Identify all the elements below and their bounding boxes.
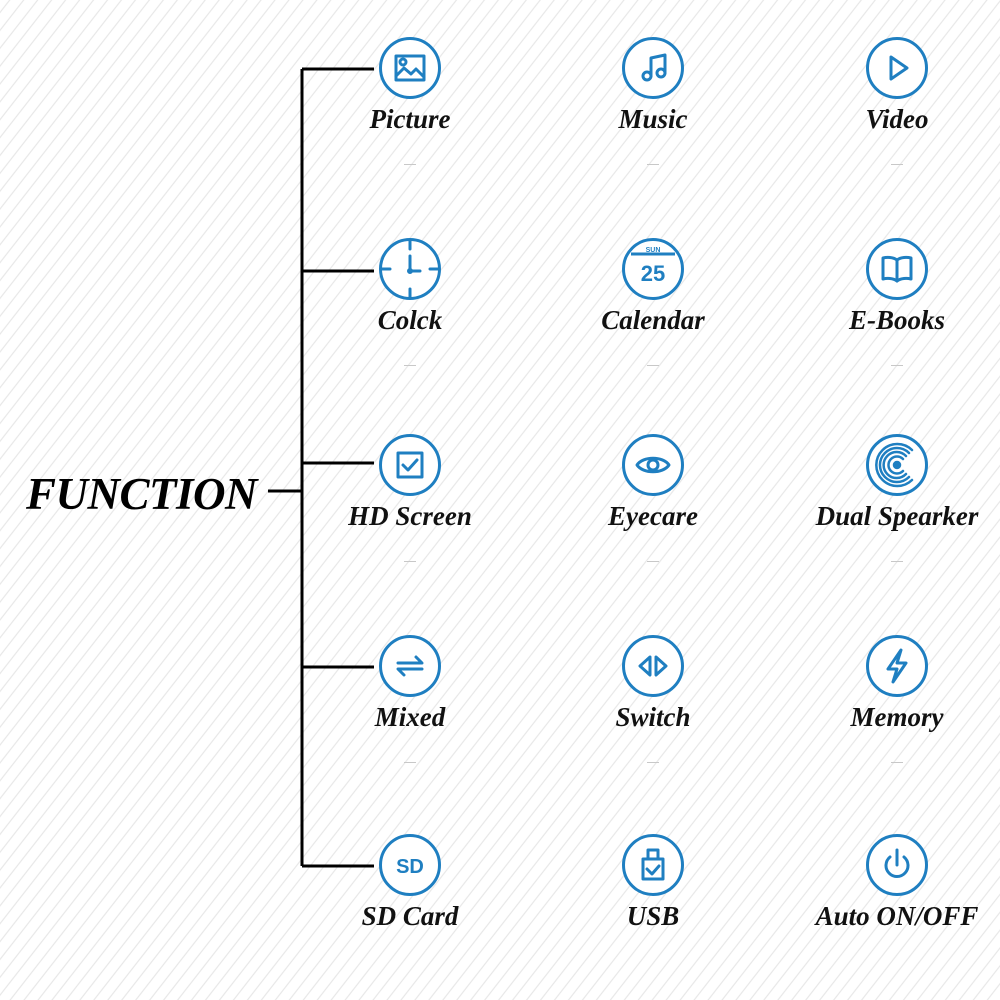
- feature-ebooks: E-Books: [777, 238, 1000, 388]
- feature-label: Auto ON/OFF: [815, 901, 979, 931]
- lightning-icon: [866, 635, 928, 697]
- eye-icon: [622, 434, 684, 496]
- screen-check-icon: [379, 434, 441, 496]
- feature-label: Calendar: [601, 305, 705, 335]
- divider: [404, 762, 416, 763]
- video-play-icon: [866, 37, 928, 99]
- music-icon: [622, 37, 684, 99]
- divider: [647, 365, 659, 366]
- divider: [891, 762, 903, 763]
- divider: [647, 762, 659, 763]
- swap-arrows-icon: [379, 635, 441, 697]
- usb-drive-icon: [622, 834, 684, 896]
- divider: [647, 164, 659, 165]
- feature-switch: Switch: [533, 635, 773, 785]
- feature-label: Eyecare: [608, 501, 698, 531]
- feature-auto-on-off: Auto ON/OFF: [777, 834, 1000, 984]
- calendar-date: 25: [641, 261, 665, 286]
- feature-hd-screen: HD Screen: [290, 434, 530, 584]
- picture-icon: [379, 37, 441, 99]
- power-icon: [866, 834, 928, 896]
- feature-label: Picture: [369, 104, 451, 134]
- divider: [647, 561, 659, 562]
- calendar-day: SUN: [646, 247, 661, 254]
- feature-dual-speaker: Dual Spearker: [777, 434, 1000, 584]
- feature-label: USB: [626, 901, 680, 931]
- feature-label: E-Books: [848, 305, 946, 335]
- sd-card-icon-text: SD: [396, 856, 424, 878]
- divider: [891, 365, 903, 366]
- feature-label: Colck: [377, 305, 443, 335]
- feature-eyecare: Eyecare: [533, 434, 773, 584]
- divider: [404, 164, 416, 165]
- feature-sd-card: SD SD Card: [290, 834, 530, 984]
- book-icon: [866, 238, 928, 300]
- divider: [891, 561, 903, 562]
- feature-label: SD Card: [361, 901, 459, 931]
- feature-calendar: SUN 25 Calendar: [533, 238, 773, 388]
- sd-card-icon: SD: [379, 834, 441, 896]
- speaker-icon: [866, 434, 928, 496]
- divider: [404, 561, 416, 562]
- feature-label: Music: [618, 104, 688, 134]
- calendar-icon: SUN 25: [622, 238, 684, 300]
- feature-clock: Colck: [290, 238, 530, 388]
- feature-label: HD Screen: [348, 501, 472, 531]
- feature-music: Music: [533, 37, 773, 187]
- feature-picture: Picture: [290, 37, 530, 187]
- feature-label: Switch: [615, 702, 691, 732]
- feature-label: Memory: [850, 702, 944, 732]
- clock-icon: [379, 238, 441, 300]
- divider: [404, 365, 416, 366]
- feature-memory: Memory: [777, 635, 1000, 785]
- feature-label: Video: [865, 104, 929, 134]
- feature-label: Mixed: [374, 702, 446, 732]
- feature-label: Dual Spearker: [815, 501, 979, 531]
- feature-usb: USB: [533, 834, 773, 984]
- function-title: FUNCTION: [26, 469, 258, 519]
- feature-video: Video: [777, 37, 1000, 187]
- divider: [891, 164, 903, 165]
- feature-mixed: Mixed: [290, 635, 530, 785]
- switch-arrows-icon: [622, 635, 684, 697]
